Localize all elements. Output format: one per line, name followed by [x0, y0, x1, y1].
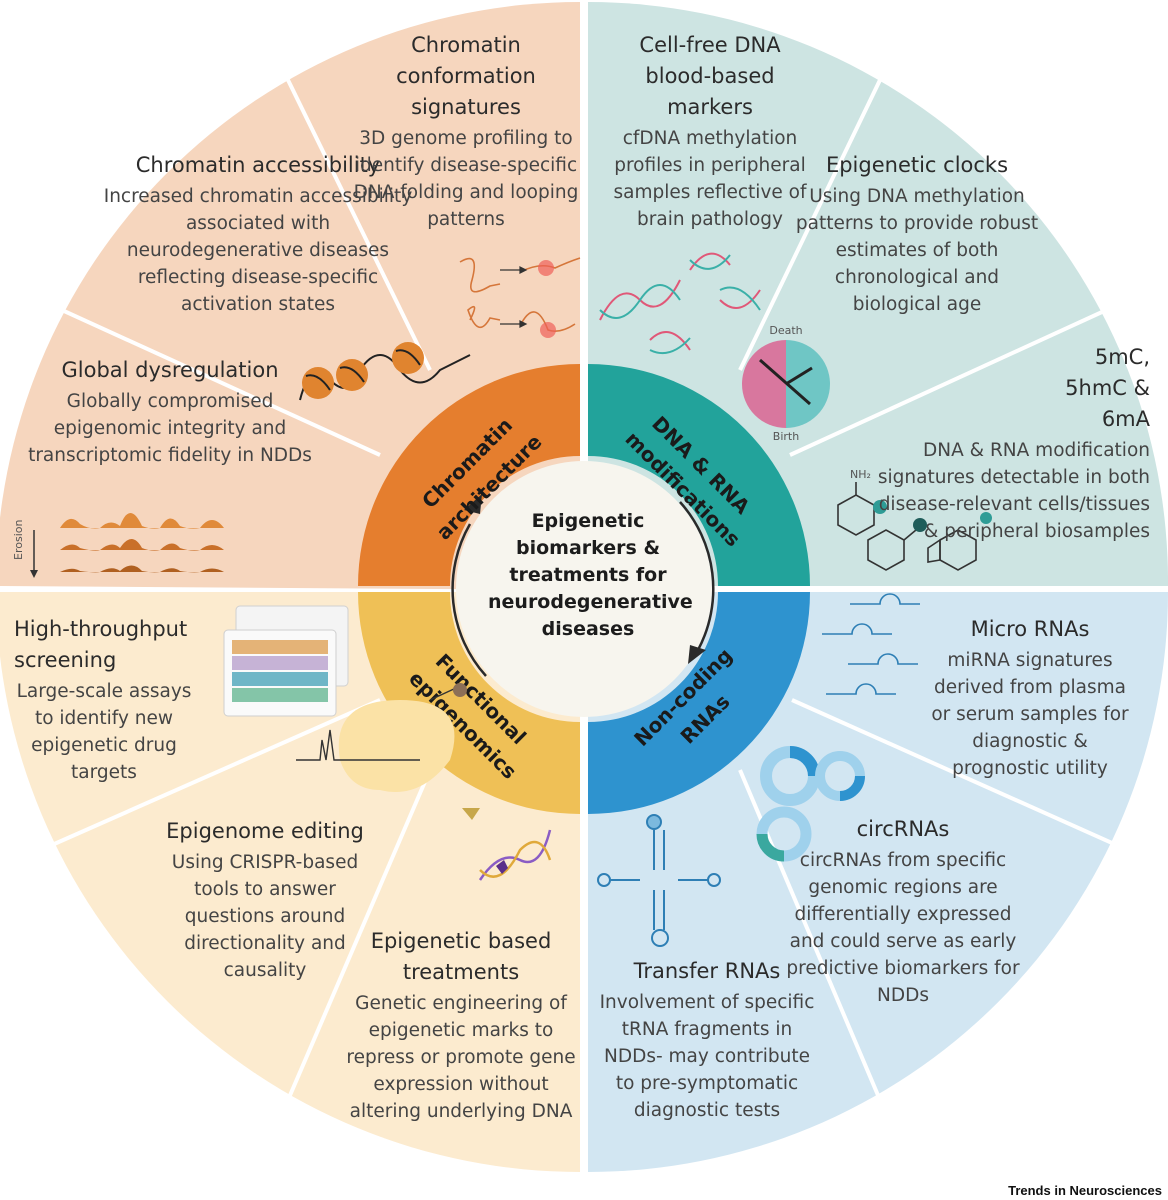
segment-title: Micro RNAs	[970, 617, 1090, 641]
segment-title: Epigenetic based treatments	[370, 929, 552, 984]
segment-epigenetic-clocks: Epigenetic clocks Using DNA methylation …	[792, 150, 1042, 318]
segment-micro-rnas: Micro RNAs miRNA signatures derived from…	[930, 614, 1130, 782]
dna-treatment-illustration	[462, 808, 552, 881]
journal-credit: Trends in Neurosciences	[1008, 1183, 1162, 1198]
center-disc	[456, 461, 712, 717]
erosion-label: Erosion	[12, 520, 25, 560]
ring-functional	[358, 592, 580, 814]
nh2-label: NH₂	[850, 468, 871, 481]
segment-chromatin-conformation: Chromatin conformation signatures 3D gen…	[354, 30, 579, 233]
segment-title: Chromatin accessibility	[135, 153, 381, 177]
clock-death-label: Death	[769, 324, 802, 337]
segment-description: Globally compromised epigenomic integrit…	[28, 391, 312, 466]
segment-circrnas: circRNAs circRNAs from specific genomic …	[778, 814, 1028, 1009]
mirna-hairpins-illustration	[822, 593, 920, 695]
circrna-rings-illustration	[756, 746, 865, 862]
segment-title: High-throughput screening	[14, 617, 188, 672]
segment-description: miRNA signatures derived from plasma or …	[931, 650, 1129, 779]
cycle-arrow-right	[679, 501, 715, 651]
segment-title: Transfer RNAs	[633, 959, 781, 983]
segment-title: 5mC, 5hmC & 6mA	[1065, 345, 1150, 431]
segment-title: Cell-free DNA blood-based markers	[639, 33, 781, 119]
segment-global-dysregulation: Global dysregulation Globally compromise…	[20, 355, 320, 469]
segment-description: Increased chromatin accessibility associ…	[103, 186, 413, 315]
segment-dna-rna-modifications: 5mC, 5hmC & 6mA DNA & RNA modification s…	[860, 342, 1150, 545]
segment-description: DNA & RNA modification signatures detect…	[877, 440, 1150, 542]
spoke-dividers	[17, 79, 1151, 1101]
center-title: Epigenetic biomarkers & treatments for n…	[488, 510, 693, 640]
segment-title: Epigenetic clocks	[825, 153, 1009, 177]
segment-description: Using CRISPR-based tools to answer quest…	[171, 852, 359, 981]
cycle-arrow-left	[451, 523, 487, 677]
ring-dna	[588, 364, 810, 586]
segment-chromatin-accessibility: Chromatin accessibility Increased chroma…	[98, 150, 418, 318]
cfdna-strands-illustration	[599, 252, 761, 354]
segment-description: Genetic engineering of epigenetic marks …	[346, 993, 576, 1122]
segment-transfer-rnas: Transfer RNAs Involvement of specific tR…	[592, 956, 822, 1124]
segment-description: Involvement of specific tRNA fragments i…	[599, 992, 815, 1121]
segment-epigenome-editing: Epigenome editing Using CRISPR-based too…	[160, 816, 370, 984]
cycle-arrowhead-right	[688, 645, 706, 664]
methyl-dot-2	[913, 518, 927, 532]
segment-high-throughput-screening: High-throughput screening Large-scale as…	[14, 614, 214, 786]
clock-birth-label: Birth	[773, 430, 799, 443]
screening-plates-illustration	[223, 605, 349, 717]
ring-chromatin	[358, 364, 580, 586]
segment-title: Chromatin conformation signatures	[396, 33, 536, 119]
segment-description: Large-scale assays to identify new epige…	[16, 681, 192, 783]
epigenetic-clock-illustration	[742, 340, 830, 428]
nucleosome-illustration	[299, 342, 471, 401]
segment-description: cfDNA methylation profiles in peripheral…	[613, 128, 807, 230]
segment-description: Using DNA methylation patterns to provid…	[795, 186, 1039, 315]
dna-looping-illustration	[459, 257, 581, 338]
erosion-peaks-illustration	[30, 513, 244, 578]
segment-epigenetic-treatments: Epigenetic based treatments Genetic engi…	[346, 926, 576, 1125]
cycle-arrowhead-left	[464, 494, 482, 514]
segment-title: Global dysregulation	[61, 358, 279, 382]
methyl-dot-3	[980, 512, 992, 524]
crispr-editing-illustration	[296, 683, 467, 792]
segment-title: Epigenome editing	[166, 819, 364, 843]
looping-arrows	[500, 266, 528, 328]
segment-title: circRNAs	[856, 817, 950, 841]
ring-ncrna	[588, 592, 810, 814]
trna-illustration	[597, 814, 721, 947]
segment-description: 3D genome profiling to identify disease-…	[353, 128, 579, 230]
segment-description: circRNAs from specific genomic regions a…	[786, 850, 1020, 1006]
segment-cell-free-dna: Cell-free DNA blood-based markers cfDNA …	[605, 30, 815, 233]
methyl-dot-1	[873, 500, 887, 514]
